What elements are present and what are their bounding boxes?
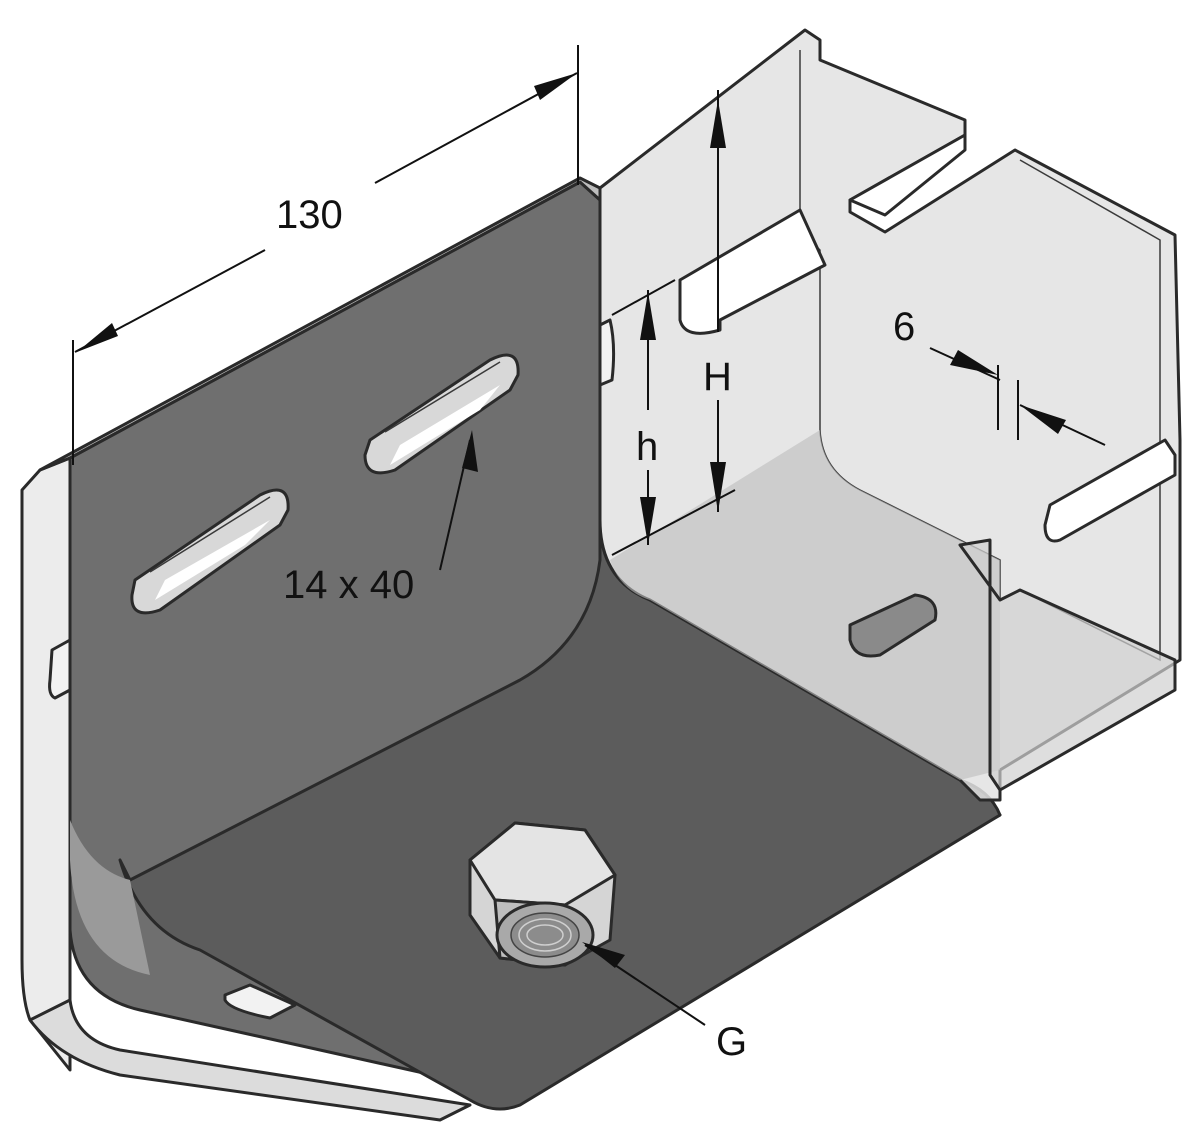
channel-top-slot [848,133,967,217]
channel-inner-shade [610,430,1000,780]
channel-lower-plate [958,538,1177,792]
back-plate-bottom-edge [28,998,472,1122]
dimension-height-inner: h [611,279,736,556]
dimension-height-outer-label: H [703,355,732,399]
dimension-height-outer: H [703,90,732,512]
bottom-plate-bend [70,820,150,975]
dimension-height-inner-label: h [636,425,658,469]
dimension-thread: G [582,942,747,1064]
left-tab [48,638,72,700]
channel-right-slot [1043,438,1177,543]
bottom-tab [223,983,297,1020]
slot-lower [130,488,290,615]
dimension-slot: 14 x 40 [283,430,478,607]
dimension-slot-label: 14 x 40 [283,563,414,607]
hex-nut [468,821,617,969]
dimension-thread-label: G [716,1020,747,1064]
dimension-length: 130 [72,45,579,465]
dimension-thickness-label: 6 [893,305,915,349]
channel-nut [848,593,938,658]
slot-upper [363,353,520,475]
dimension-length-label: 130 [276,193,343,237]
channel-front-slot [678,208,827,335]
front-face-tab [598,318,616,387]
back-plate-left-edge [20,456,72,1072]
dimension-thickness: 6 [893,305,1106,446]
